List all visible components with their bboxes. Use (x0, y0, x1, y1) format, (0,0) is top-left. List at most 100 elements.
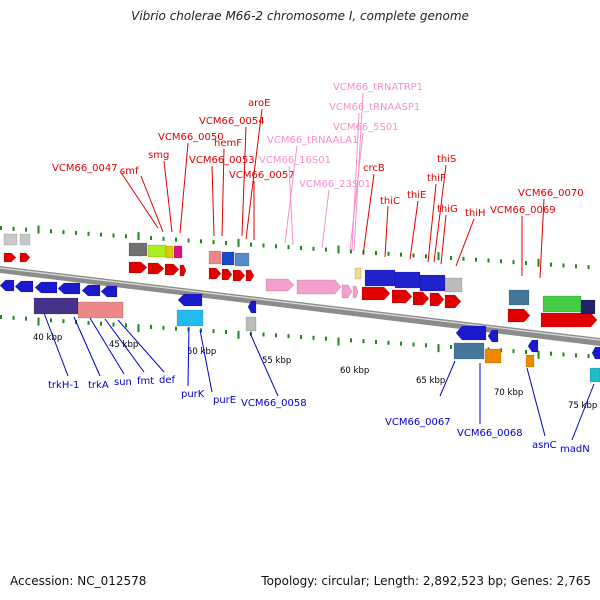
inner-tick (300, 334, 302, 339)
gene-label-VCM66_0047: VCM66_0047 (52, 163, 118, 174)
forward-gene-15 (507, 308, 531, 323)
reverse-gene-4 (81, 284, 101, 297)
leader-VCM66_0050 (179, 142, 189, 234)
outer-tick (287, 245, 290, 250)
outer-tick (162, 236, 165, 241)
reverse-cog-box-0 (33, 297, 79, 315)
outer-tick (312, 246, 315, 251)
inner-tick (575, 353, 577, 358)
scale-label-50-kbp: 50 kbp (187, 347, 216, 357)
leader-VCM66_tRNAASP1 (351, 112, 360, 252)
leader-thiC (384, 205, 389, 258)
leader-madN (571, 383, 595, 441)
gene-label-VCM66_5S01: VCM66_5S01 (333, 122, 399, 133)
inner-tick (162, 325, 165, 330)
inner-tick (375, 339, 377, 344)
leader-purE (199, 329, 213, 393)
reverse-gene-3 (57, 282, 81, 295)
outer-tick (100, 232, 102, 237)
gene-label-VCM66_0050: VCM66_0050 (158, 132, 224, 143)
outer-tick (250, 242, 252, 247)
forward-cog-box-5 (173, 245, 183, 259)
leader-smg (163, 160, 173, 233)
leader-hemF (221, 148, 225, 237)
leader-thiH (455, 218, 475, 267)
outer-tick (225, 240, 227, 245)
outer-tick (87, 231, 90, 236)
forward-cog-box-9 (354, 267, 362, 280)
gene-label-thiC: thiC (380, 196, 400, 207)
inner-tick (262, 332, 265, 337)
forward-gene-7 (221, 268, 233, 281)
forward-cog-box-11 (394, 271, 421, 289)
forward-gene-12 (412, 291, 430, 306)
outer-tick (50, 229, 52, 234)
gene-label-thiE: thiE (407, 190, 426, 201)
inner-tick (275, 333, 277, 338)
leader-VCM66_0058 (249, 332, 279, 397)
reverse-gene-2 (34, 281, 58, 294)
forward-gene-13 (429, 292, 445, 307)
outer-tick (275, 244, 277, 249)
reverse-gene-8 (455, 325, 487, 341)
leader-VCM66_0053 (211, 165, 215, 237)
reverse-gene-10 (527, 339, 539, 353)
outer-tick (462, 256, 465, 261)
outer-tick (525, 260, 527, 265)
leader-VCM66_16S01 (288, 165, 294, 246)
inner-tick (62, 319, 65, 324)
forward-gene-8 (232, 269, 246, 282)
forward-gene-1 (19, 252, 31, 263)
leader-thiE (409, 200, 419, 260)
inner-tick (250, 331, 252, 336)
forward-gene-3 (147, 262, 165, 275)
forward-gene-11 (391, 289, 413, 304)
forward-cog-box-15 (542, 295, 582, 313)
gene-label-VCM66_tRNATRP1: VCM66_tRNATRP1 (333, 82, 423, 93)
outer-tick (587, 265, 590, 270)
gene-label-VCM66_tRNAALA1: VCM66_tRNAALA1 (267, 135, 359, 146)
inner-tick (412, 342, 415, 347)
gene-label-def: def (159, 375, 176, 386)
forward-gene-4 (164, 263, 180, 276)
inner-tick (50, 318, 52, 323)
gene-label-sun: sun (114, 377, 132, 388)
reverse-cog-box-3 (245, 316, 257, 332)
backbone-highlight (0, 267, 600, 341)
leader-VCM66_23S01 (321, 189, 330, 249)
forward-gene-9 (245, 269, 255, 282)
inner-tick (325, 336, 327, 341)
reverse-cog-box-2 (176, 309, 204, 327)
outer-tick (412, 253, 415, 258)
outer-tick (550, 262, 552, 267)
rna-feature-0 (265, 278, 295, 292)
forward-cog-box-2 (128, 242, 148, 257)
outer-tick (337, 245, 340, 254)
inner-tick (87, 320, 90, 325)
forward-gene-10 (361, 286, 391, 301)
inner-tick (400, 341, 402, 346)
reverse-gene-0 (0, 279, 15, 292)
outer-tick (425, 254, 427, 259)
inner-tick (537, 350, 540, 359)
forward-gene-16 (540, 312, 598, 328)
gene-label-VCM66_0057: VCM66_0057 (229, 170, 295, 181)
leader-thiG (440, 214, 447, 265)
leader-fmt (104, 318, 145, 373)
reverse-cog-box-5 (484, 348, 502, 364)
leader-VCM66_0067 (439, 360, 456, 397)
inner-tick (362, 339, 365, 344)
gene-label-VCM66_0070: VCM66_0070 (518, 188, 584, 199)
outer-tick (62, 230, 65, 235)
reverse-gene-1 (14, 280, 34, 293)
inner-tick (562, 352, 565, 357)
inner-tick (587, 354, 590, 359)
outer-tick (25, 227, 27, 232)
outer-tick (350, 249, 352, 254)
outer-tick (237, 238, 240, 247)
outer-tick (400, 252, 402, 257)
forward-cog-box-8 (234, 252, 250, 267)
leader-asnC (526, 367, 546, 437)
forward-cog-box-13 (444, 277, 463, 293)
outer-tick (300, 245, 302, 250)
